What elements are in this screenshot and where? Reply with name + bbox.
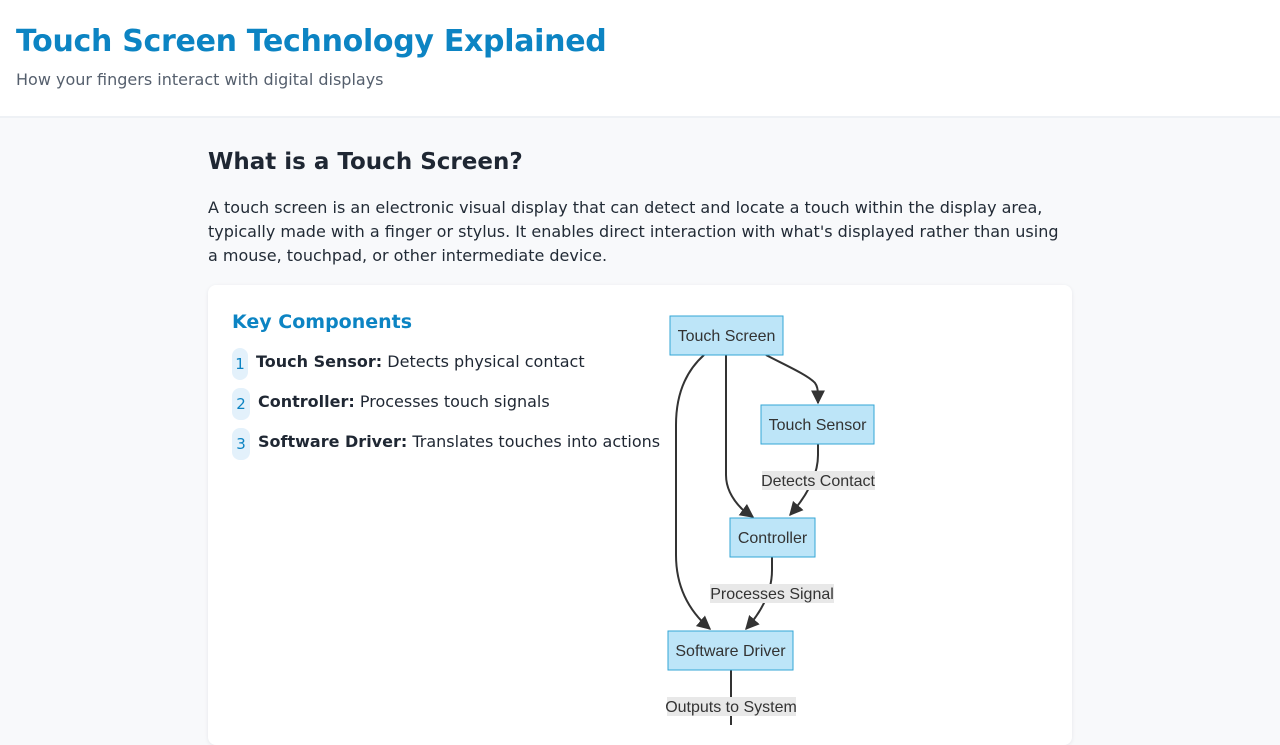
item-text: Software Driver: Translates touches into… bbox=[258, 428, 660, 453]
svg-text:Software Driver: Software Driver bbox=[675, 643, 786, 660]
item-number: 3 bbox=[232, 428, 250, 460]
edge-label-outputs-to-system: Outputs to System bbox=[665, 697, 797, 716]
item-number: 1 bbox=[232, 348, 248, 380]
list-item: 2 Controller: Processes touch signals bbox=[232, 388, 550, 420]
edge-label-processes-signal: Processes Signal bbox=[710, 584, 834, 603]
list-item: 1 Touch Sensor: Detects physical contact bbox=[232, 348, 585, 380]
svg-text:Outputs to System: Outputs to System bbox=[665, 699, 797, 716]
item-name: Controller: bbox=[258, 392, 355, 411]
item-description: Detects physical contact bbox=[387, 352, 585, 371]
item-text: Touch Sensor: Detects physical contact bbox=[256, 348, 585, 373]
components-title: Key Components bbox=[232, 311, 413, 333]
svg-text:Touch Sensor: Touch Sensor bbox=[769, 417, 868, 434]
list-item: 3 Software Driver: Translates touches in… bbox=[232, 428, 660, 460]
edge-screen-to-sensor bbox=[765, 354, 825, 405]
edge-label-detects-contact: Detects Contact bbox=[761, 471, 875, 490]
intro-paragraph: A touch screen is an electronic visual d… bbox=[208, 198, 1059, 265]
item-number: 2 bbox=[232, 388, 250, 420]
node-touch-screen: Touch Screen bbox=[669, 315, 784, 356]
site-header: Touch Screen Technology Explained How yo… bbox=[0, 0, 1280, 118]
edge-screen-to-controller bbox=[725, 355, 755, 518]
edge-screen-to-driver bbox=[675, 354, 712, 630]
item-text: Controller: Processes touch signals bbox=[258, 388, 550, 413]
section-heading: What is a Touch Screen? bbox=[208, 149, 523, 175]
item-name: Touch Sensor: bbox=[256, 352, 383, 371]
page-title: Touch Screen Technology Explained bbox=[16, 24, 607, 59]
node-software-driver: Software Driver bbox=[667, 630, 794, 671]
node-touch-sensor: Touch Sensor bbox=[760, 404, 875, 445]
svg-text:Controller: Controller bbox=[738, 530, 808, 547]
svg-text:Processes Signal: Processes Signal bbox=[710, 586, 834, 603]
item-description: Processes touch signals bbox=[359, 392, 550, 411]
node-controller: Controller bbox=[729, 517, 816, 558]
svg-text:Touch Screen: Touch Screen bbox=[678, 328, 776, 345]
svg-text:Detects Contact: Detects Contact bbox=[761, 473, 875, 490]
item-description: Translates touches into actions bbox=[412, 432, 661, 451]
flow-diagram: Detects Contact Processes Signal Outputs… bbox=[665, 315, 875, 725]
page-subtitle: How your fingers interact with digital d… bbox=[16, 70, 384, 89]
item-name: Software Driver: bbox=[258, 432, 408, 451]
components-card: Key Components 1 Touch Sensor: Detects p… bbox=[208, 285, 1072, 745]
